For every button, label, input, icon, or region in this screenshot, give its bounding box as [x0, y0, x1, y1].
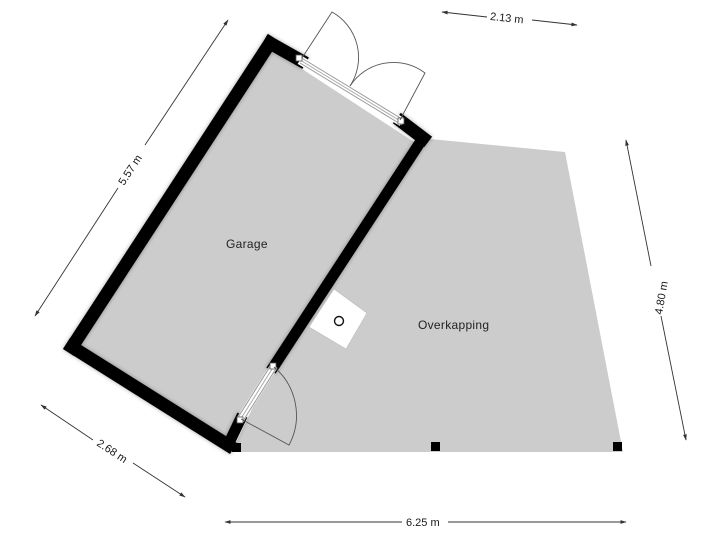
dimension-bottom-left: 2.68 m: [40, 404, 186, 498]
dimension-right: 4.80 m: [625, 139, 687, 441]
svg-text:4.80 m: 4.80 m: [653, 280, 671, 315]
dimension-bottom: 6.25 m: [224, 517, 627, 529]
post-middle: [431, 442, 440, 451]
garage-label: Garage: [226, 237, 268, 251]
overkapping-label: Overkapping: [418, 318, 489, 332]
dimension-top: 2.13 m: [441, 10, 578, 26]
double-door[interactable]: [295, 11, 426, 126]
side-door[interactable]: [236, 362, 297, 446]
garage-walls: [63, 34, 433, 454]
post-right: [613, 442, 622, 451]
svg-text:2.13 m: 2.13 m: [489, 11, 524, 26]
svg-text:2.68 m: 2.68 m: [94, 437, 129, 465]
garage-floor: [80, 50, 414, 438]
post-left: [232, 443, 241, 452]
svg-text:6.25 m: 6.25 m: [406, 517, 440, 529]
overkapping-floor: [232, 138, 623, 452]
svg-text:5.57 m: 5.57 m: [116, 153, 144, 188]
chimney-flue: [308, 288, 368, 350]
